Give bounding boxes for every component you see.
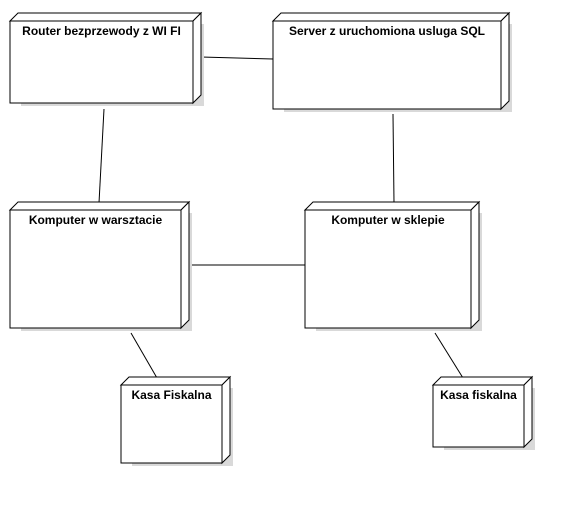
edge-shop_pc-register_2 — [434, 332, 464, 379]
node-label: Kasa fiskalna — [440, 388, 517, 402]
edge-router-server — [200, 56, 274, 60]
node-front-face — [304, 209, 472, 329]
node-top-face — [271, 12, 511, 22]
node-server[interactable]: Server z uruchomiona usluga SQL — [271, 11, 512, 112]
node-front-face — [9, 20, 194, 104]
connections — [98, 56, 464, 379]
node-side-face — [470, 200, 480, 330]
node-register-1[interactable]: Kasa Fiskalna — [119, 375, 233, 466]
node-side-face — [221, 375, 231, 465]
node-top-face — [303, 201, 481, 211]
node-side-face — [500, 11, 510, 111]
node-front-face — [9, 209, 182, 329]
node-front-face — [120, 384, 223, 464]
node-front-face — [432, 384, 525, 448]
node-side-face — [192, 11, 202, 105]
node-router[interactable]: Router bezprzewody z WI FI — [8, 11, 204, 106]
node-front-face — [272, 20, 502, 110]
node-label: Komputer w warsztacie — [29, 213, 163, 227]
node-label: Router bezprzewody z WI FI — [22, 24, 181, 38]
edge-router-workshop_pc — [98, 108, 105, 204]
node-side-face — [523, 375, 533, 449]
node-workshop-pc[interactable]: Komputer w warsztacie — [8, 200, 192, 331]
node-top-face — [119, 376, 232, 386]
node-register-2[interactable]: Kasa fiskalna — [431, 375, 535, 450]
node-shop-pc[interactable]: Komputer w sklepie — [303, 200, 482, 331]
node-top-face — [8, 201, 191, 211]
edge-server-shop_pc — [392, 113, 395, 204]
node-top-face — [431, 376, 534, 386]
node-label: Komputer w sklepie — [331, 213, 445, 227]
node-top-face — [8, 12, 203, 22]
edge-workshop_pc-register_1 — [130, 332, 158, 379]
node-label: Server z uruchomiona usluga SQL — [289, 24, 485, 38]
nodes: Router bezprzewody z WI FI Server z uruch… — [8, 11, 535, 466]
node-side-face — [180, 200, 190, 330]
node-label: Kasa Fiskalna — [131, 388, 211, 402]
